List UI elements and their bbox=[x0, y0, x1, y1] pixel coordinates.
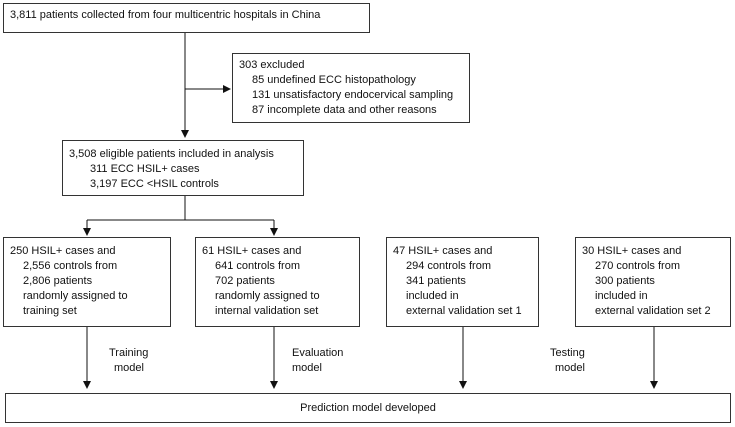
top-box-text: 3,811 patients collected from four multi… bbox=[10, 9, 321, 21]
group-line: 2,806 patients bbox=[23, 275, 93, 287]
group-box-external-validation-1: 47 HSIL+ cases and 294 controls from 341… bbox=[386, 237, 539, 327]
arrow-label-line: Evaluation bbox=[292, 347, 344, 359]
group-line: internal validation set bbox=[215, 305, 319, 317]
arrow-label-line: Testing bbox=[550, 347, 585, 359]
arrow-label-line: model bbox=[555, 362, 585, 374]
group-line: 294 controls from bbox=[406, 260, 491, 272]
group-line: 270 controls from bbox=[595, 260, 680, 272]
bottom-box-label: Prediction model developed bbox=[300, 401, 436, 414]
group-line: 61 HSIL+ cases and bbox=[202, 245, 302, 257]
arrow-label-line: model bbox=[114, 362, 144, 374]
evaluation-model-label: Evaluation model bbox=[292, 346, 343, 376]
group-box-training: 250 HSIL+ cases and 2,556 controls from … bbox=[3, 237, 171, 327]
group-line: 641 controls from bbox=[215, 260, 300, 272]
group-line: external validation set 2 bbox=[595, 305, 711, 317]
eligible-cases: 311 ECC HSIL+ cases bbox=[90, 163, 200, 175]
excluded-box: 303 excluded 85 undefined ECC histopatho… bbox=[232, 53, 470, 123]
group-box-internal-validation: 61 HSIL+ cases and 641 controls from 702… bbox=[195, 237, 360, 327]
excluded-reason: 85 undefined ECC histopathology bbox=[252, 74, 416, 86]
group-line: 2,556 controls from bbox=[23, 260, 118, 272]
group-line: 341 patients bbox=[406, 275, 466, 287]
group-line: external validation set 1 bbox=[406, 305, 522, 317]
arrow-label-line: Training bbox=[109, 347, 149, 359]
group-line: 702 patients bbox=[215, 275, 275, 287]
group-line: included in bbox=[406, 290, 459, 302]
eligible-controls: 3,197 ECC <HSIL controls bbox=[90, 178, 219, 190]
top-box: 3,811 patients collected from four multi… bbox=[3, 3, 370, 33]
group-line: 47 HSIL+ cases and bbox=[393, 245, 493, 257]
group-box-external-validation-2: 30 HSIL+ cases and 270 controls from 300… bbox=[575, 237, 731, 327]
bottom-box: Prediction model developed bbox=[5, 393, 731, 423]
testing-model-label: Testing model bbox=[550, 346, 585, 376]
group-line: randomly assigned to bbox=[23, 290, 128, 302]
group-line: 250 HSIL+ cases and bbox=[10, 245, 116, 257]
excluded-reason: 131 unsatisfactory endocervical sampling bbox=[252, 89, 454, 101]
eligible-box: 3,508 eligible patients included in anal… bbox=[62, 140, 304, 196]
group-line: 30 HSIL+ cases and bbox=[582, 245, 682, 257]
excluded-reason: 87 incomplete data and other reasons bbox=[252, 104, 437, 116]
excluded-title: 303 excluded bbox=[239, 59, 305, 71]
training-model-label: Training model bbox=[109, 346, 148, 376]
group-line: included in bbox=[595, 290, 648, 302]
eligible-title: 3,508 eligible patients included in anal… bbox=[69, 148, 274, 160]
arrow-label-line: model bbox=[292, 362, 322, 374]
group-line: training set bbox=[23, 305, 77, 317]
group-line: randomly assigned to bbox=[215, 290, 320, 302]
group-line: 300 patients bbox=[595, 275, 655, 287]
